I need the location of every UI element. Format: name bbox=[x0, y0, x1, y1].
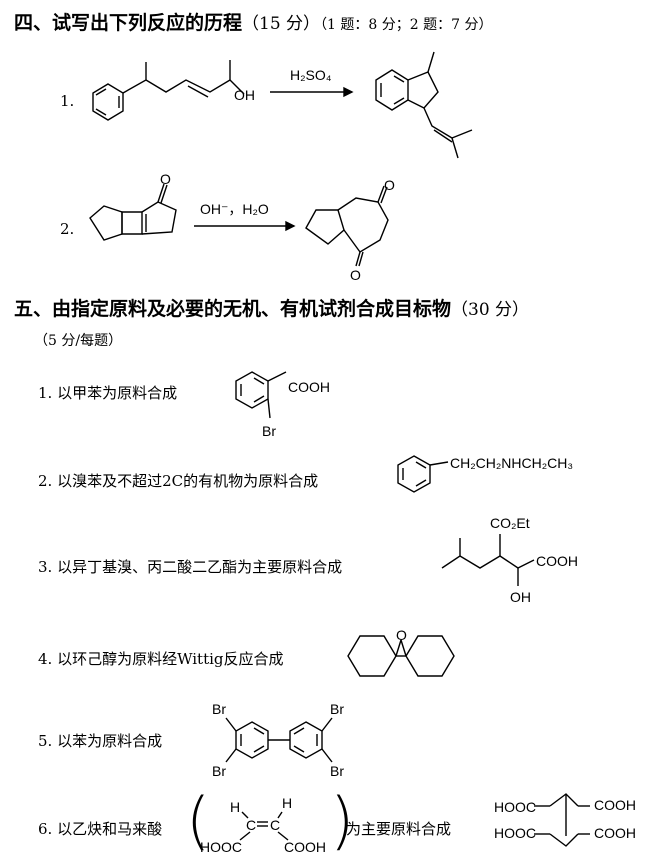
reagent-label-2: OH⁻，H₂O bbox=[200, 201, 269, 217]
item-6-number: 6. bbox=[38, 820, 53, 838]
svg-text:Br: Br bbox=[212, 701, 226, 717]
item-2-number: 2. bbox=[38, 472, 53, 490]
item-3-number: 3. bbox=[38, 558, 53, 576]
svg-text:Br: Br bbox=[330, 701, 344, 717]
right-paren: ) bbox=[330, 784, 355, 857]
section-5-heading: 五、由指定原料及必要的无机、有机试剂合成目标物 bbox=[14, 298, 452, 320]
svg-text:COOH: COOH bbox=[594, 797, 636, 813]
svg-text:C: C bbox=[270, 817, 280, 833]
svg-text:COOH: COOH bbox=[288, 379, 330, 395]
section-4-note: （1 题：8 分；2 题：7 分） bbox=[320, 17, 493, 33]
svg-text:COOH: COOH bbox=[284, 839, 326, 855]
svg-text:Br: Br bbox=[212, 763, 226, 779]
svg-text:C: C bbox=[246, 817, 256, 833]
section-4-heading: 四、试写出下列反应的历程 bbox=[14, 12, 243, 34]
item-4-number: 4. bbox=[38, 650, 53, 668]
reagent-label-1: H₂SO₄ bbox=[290, 67, 332, 83]
section-4-points: （15 分） bbox=[242, 14, 321, 34]
synthesis-item-6: 6. 以乙炔和马来酸 bbox=[38, 818, 162, 839]
section-5-title: 五、由指定原料及必要的无机、有机试剂合成目标物（30 分） bbox=[14, 294, 529, 321]
product-cyclopentane bbox=[305, 209, 345, 245]
svg-text:Br: Br bbox=[262, 423, 276, 439]
hydroxyl-label: OH bbox=[234, 87, 255, 103]
item-3-text: 以异丁基溴、丙二酸二乙酯为主要原料合成 bbox=[57, 558, 343, 576]
section-4-title: 四、试写出下列反应的历程（15 分）（1 题：8 分；2 题：7 分） bbox=[14, 8, 493, 35]
item-1-number: 1. bbox=[38, 384, 53, 402]
svg-text:HOOC: HOOC bbox=[494, 799, 536, 815]
synthesis-item-5: 5. 以苯为原料合成 bbox=[38, 730, 162, 751]
svg-text:H: H bbox=[282, 795, 292, 811]
svg-text:HOOC: HOOC bbox=[494, 825, 536, 841]
section-5-subnote: （5 分/每题） bbox=[34, 333, 123, 349]
q4-2-reaction: O OH⁻，H₂O O O bbox=[89, 171, 395, 283]
svg-text:HOOC: HOOC bbox=[200, 839, 242, 855]
item-4-text: 以环己醇为原料经Wittig反应合成 bbox=[57, 650, 284, 668]
svg-text:O: O bbox=[396, 627, 407, 643]
synthesis-item-3: 3. 以异丁基溴、丙二酸二乙酯为主要原料合成 bbox=[38, 556, 342, 577]
svg-text:H: H bbox=[230, 799, 240, 815]
synthesis-item-2: 2. 以溴苯及不超过2C的有机物为原料合成 bbox=[38, 470, 318, 491]
item-2-text: 以溴苯及不超过2C的有机物为原料合成 bbox=[57, 472, 319, 490]
svg-text:OH: OH bbox=[510, 589, 531, 605]
svg-text:O: O bbox=[350, 267, 361, 283]
svg-text:CH₂CH₂NHCH₂CH₃: CH₂CH₂NHCH₂CH₃ bbox=[450, 455, 573, 471]
synthesis-item-1: 1. 以甲苯为原料合成 bbox=[38, 382, 177, 403]
ketone-o-label: O bbox=[160, 171, 171, 187]
item-1-text: 以甲苯为原料合成 bbox=[57, 384, 178, 402]
svg-text:COOH: COOH bbox=[536, 553, 578, 569]
svg-text:CO₂Et: CO₂Et bbox=[490, 515, 530, 531]
section-5-points: （30 分） bbox=[451, 300, 530, 320]
q4-2-number: 2. bbox=[60, 220, 75, 238]
item-5-text: 以苯为原料合成 bbox=[57, 732, 163, 750]
svg-text:O: O bbox=[384, 177, 395, 193]
q4-1-reaction: OH H₂SO₄ bbox=[92, 51, 473, 159]
item-5-number: 5. bbox=[38, 732, 53, 750]
item-6-text-b: 为主要原料合成 bbox=[346, 820, 452, 838]
item-6-text-a: 以乙炔和马来酸 bbox=[57, 820, 163, 838]
left-paren: ( bbox=[186, 784, 211, 857]
svg-text:COOH: COOH bbox=[594, 825, 636, 841]
q4-1-number: 1. bbox=[60, 92, 75, 110]
synthesis-item-4: 4. 以环己醇为原料经Wittig反应合成 bbox=[38, 648, 284, 669]
svg-text:Br: Br bbox=[330, 763, 344, 779]
